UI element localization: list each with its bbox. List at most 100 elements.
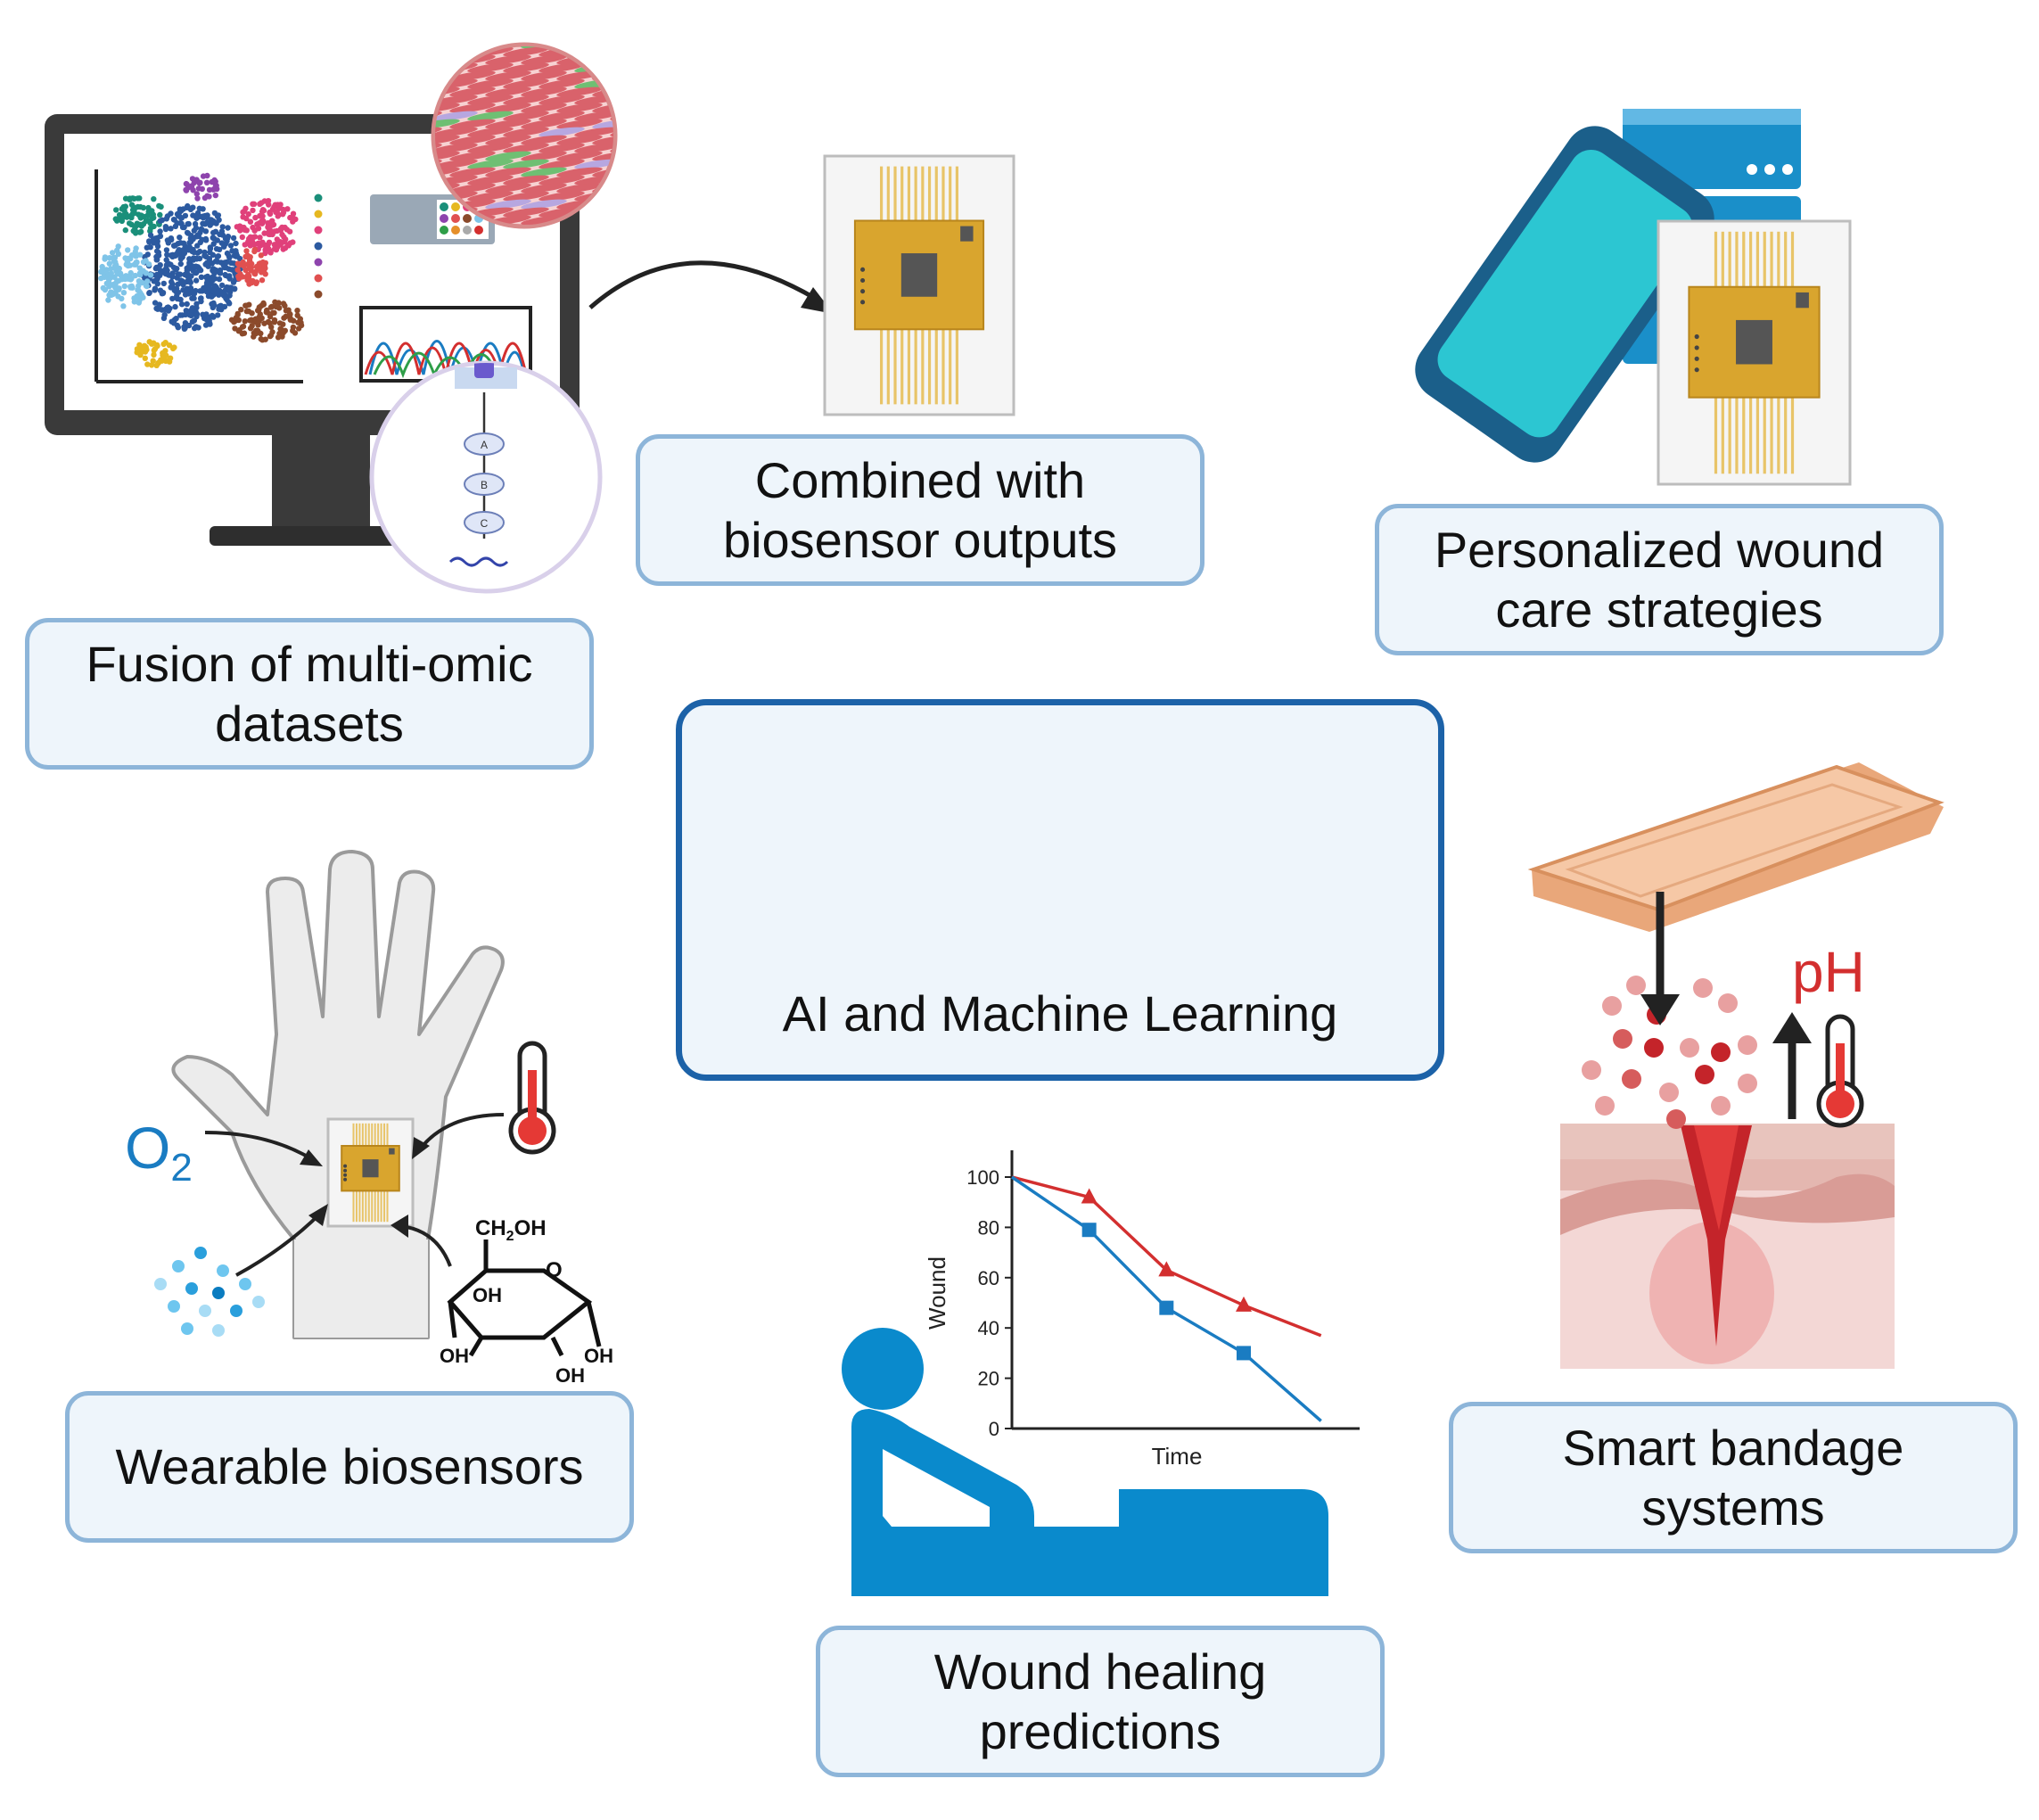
cluster-point (149, 341, 155, 347)
chart-point (1158, 1261, 1175, 1277)
biomarker-dot (1738, 1074, 1757, 1093)
cluster-point (163, 216, 169, 222)
cluster-point (271, 242, 277, 248)
cluster-point (164, 251, 170, 258)
cluster-point (256, 307, 262, 313)
chip-pin (860, 300, 866, 305)
tissue-cell (628, 213, 675, 226)
cluster-point (99, 268, 105, 274)
bandage-pad-icon (1527, 762, 1944, 932)
cluster-point (210, 304, 216, 311)
tissue-cell (485, 167, 531, 177)
cluster-point (102, 256, 108, 262)
biomarker-dot (1738, 1035, 1757, 1055)
cluster-point (121, 275, 128, 281)
cluster-point (219, 224, 226, 230)
cluster-point (243, 302, 249, 309)
cluster-point (177, 271, 184, 277)
tissue-cell (556, 151, 603, 161)
tissue-cell (467, 143, 514, 153)
cluster-point (258, 252, 264, 259)
slide-dot (451, 202, 460, 211)
cluster-point (267, 250, 274, 256)
tissue-cell (628, 117, 675, 130)
cluster-point (119, 212, 126, 219)
cluster-point (99, 263, 105, 270)
cluster-point (276, 320, 284, 326)
tissue-cell (485, 54, 531, 65)
chart-y-tick-label: 60 (978, 1267, 999, 1289)
cluster-point (183, 186, 189, 194)
cluster-point (274, 236, 280, 243)
legend-dot (314, 242, 323, 251)
tissue-cell (592, 199, 613, 210)
cluster-point (106, 255, 113, 261)
chart-y-tick-label: 80 (978, 1216, 999, 1239)
chip-component (1796, 292, 1809, 309)
cluster-point (246, 264, 252, 270)
tissue-cell (503, 29, 550, 42)
tissue-cell (449, 46, 496, 49)
glucose-molecule-icon (447, 1239, 602, 1357)
cluster-point (252, 330, 259, 337)
cluster-point (216, 306, 222, 312)
cluster-point (281, 239, 288, 245)
cluster-point (131, 195, 137, 202)
cluster-point (226, 289, 234, 295)
cluster-point (191, 179, 197, 186)
tissue-cell (435, 46, 460, 49)
cluster-point (218, 228, 226, 235)
cluster-point (226, 301, 233, 307)
cluster-point (108, 270, 114, 276)
cluster-point (253, 280, 259, 286)
tissue-cell (435, 46, 478, 57)
cluster-point (246, 235, 252, 242)
cluster-point (262, 247, 268, 253)
biomarker-dot (1602, 996, 1622, 1016)
cluster-point (274, 227, 280, 235)
cluster-point (103, 280, 111, 287)
chip-component (389, 1148, 395, 1155)
cluster-point (162, 358, 169, 364)
tissue-cell (521, 215, 567, 225)
tissue-cell (539, 159, 585, 169)
cluster-point (246, 273, 252, 279)
cluster-point (190, 263, 196, 269)
glucose-oh-label: OH (584, 1345, 613, 1367)
cluster-point (251, 246, 258, 253)
tissue-cell (521, 135, 567, 145)
droplet (199, 1305, 211, 1317)
tissue-cell (435, 135, 460, 145)
droplet (217, 1264, 229, 1277)
cluster-point (184, 278, 190, 285)
cluster-point (197, 239, 203, 245)
ai-machine-learning-label: AI and Machine Learning (782, 984, 1338, 1042)
cluster-point (113, 207, 119, 213)
arrowhead-icon (300, 1149, 323, 1166)
tissue-cell (435, 143, 478, 153)
cluster-point (168, 210, 174, 217)
droplet (168, 1300, 180, 1313)
cluster-point (154, 241, 160, 247)
cluster-point (131, 299, 137, 305)
glucose-ring-oxygen: O (546, 1258, 563, 1282)
cluster-point (169, 295, 176, 302)
tissue-cell (574, 159, 613, 169)
cluster-point (259, 337, 266, 343)
pathway-node-b: B (481, 479, 488, 491)
cluster-point (162, 267, 169, 273)
tissue-cell (521, 119, 567, 129)
cluster-point (241, 262, 247, 269)
cluster-point (298, 319, 304, 325)
cluster-point (185, 220, 192, 227)
cluster-point (256, 317, 262, 325)
thermometer-icon (508, 1041, 556, 1155)
tissue-cell (574, 111, 613, 121)
cluster-point (149, 215, 155, 222)
cluster-point (157, 211, 163, 218)
cluster-point (295, 325, 302, 332)
tissue-cell (503, 159, 549, 169)
cluster-point (252, 214, 259, 221)
